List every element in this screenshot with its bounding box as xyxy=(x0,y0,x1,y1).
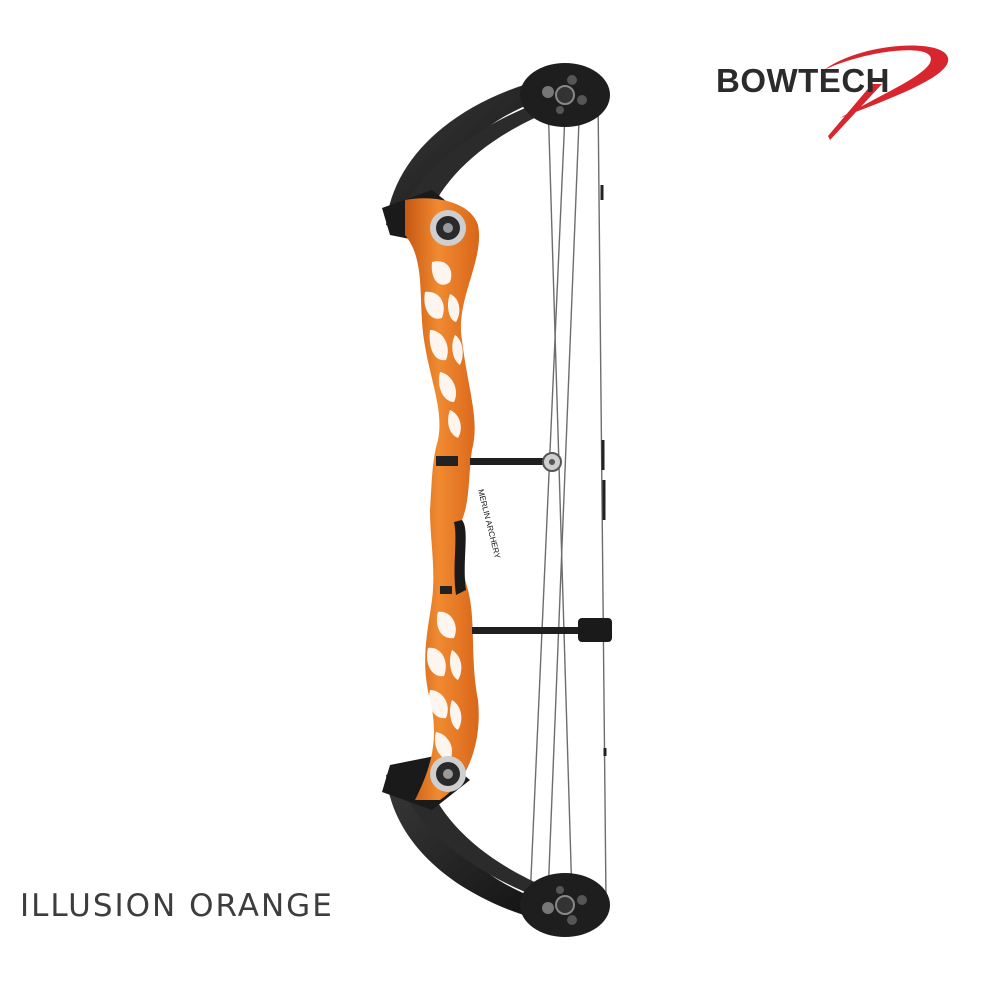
upper-mount xyxy=(470,452,562,472)
riser-badge-2 xyxy=(440,586,452,594)
riser-badge xyxy=(436,456,458,466)
upper-limb-bolt xyxy=(430,210,466,246)
lower-limb-bolt xyxy=(430,756,466,792)
lower-stabilizer xyxy=(472,618,612,642)
bow-strings xyxy=(529,91,607,901)
riser-label: MERLIN ARCHERY xyxy=(476,488,502,560)
riser-cutouts-upper xyxy=(424,261,463,438)
riser-cutouts-lower xyxy=(426,611,462,760)
logo-swoosh xyxy=(824,45,949,140)
upper-cam xyxy=(520,63,610,127)
color-name-caption: ILLUSION ORANGE xyxy=(20,888,334,924)
brand-name: BOWTECH xyxy=(716,62,890,99)
string-serving xyxy=(600,185,607,756)
lower-cam xyxy=(520,873,610,937)
upper-limb-2 xyxy=(400,100,548,225)
brand-logo: BOWTECH xyxy=(712,40,957,140)
lower-limb-2 xyxy=(400,775,548,900)
grip xyxy=(454,520,466,595)
